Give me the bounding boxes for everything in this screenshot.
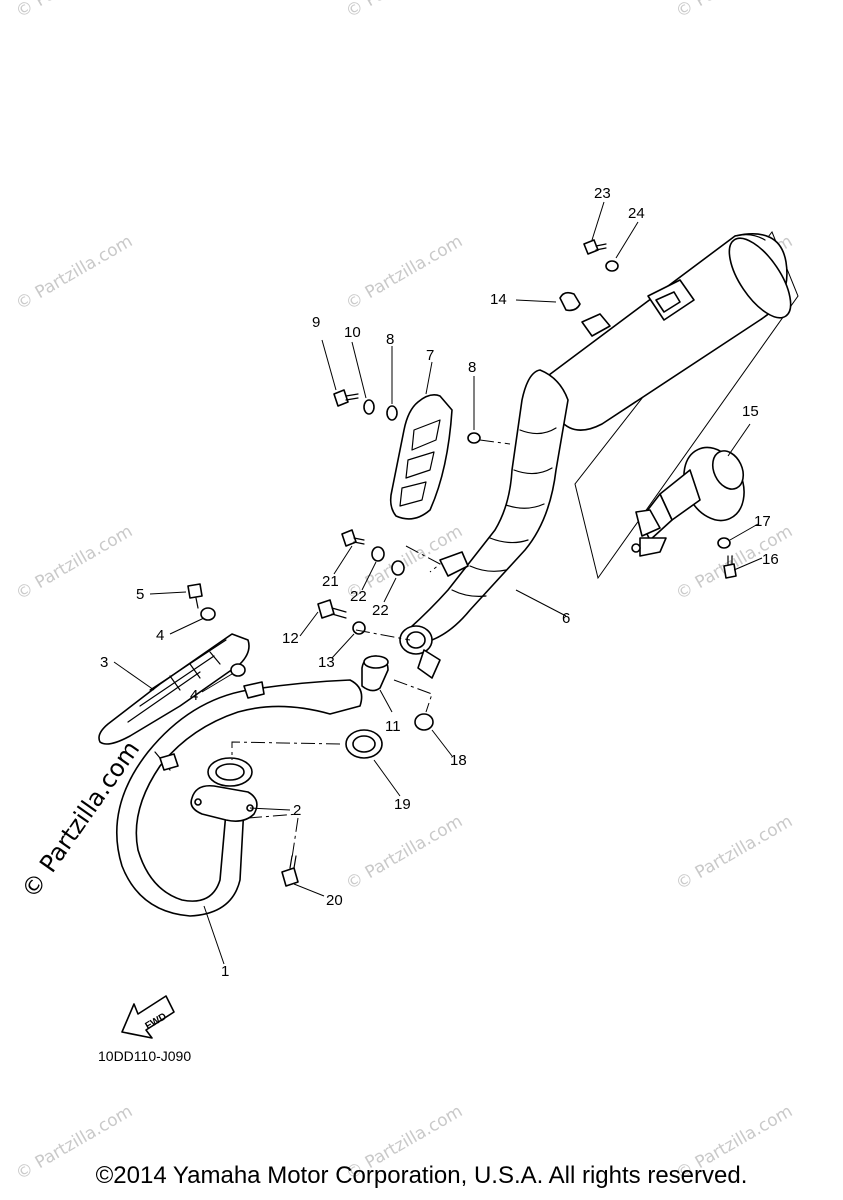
callout-20: 20 [326,892,343,909]
callout-2: 2 [293,802,301,819]
protector-upper [389,394,453,520]
callout-23: 23 [594,185,611,202]
watermark-layer: © Partzilla.com © Partzilla.com © Partzi… [13,0,797,1184]
exhaust-pipe [116,679,363,917]
callout-18: 18 [450,752,467,769]
watermark: © Partzilla.com [13,0,137,22]
callout-8: 8 [386,331,394,348]
callouts: 1 2 3 4 4 5 6 7 8 8 9 10 11 12 13 14 15 … [100,185,779,980]
watermark: © Partzilla.com [343,0,467,22]
alignment-lines [231,439,511,859]
watermark: © Partzilla.com [13,231,137,314]
callout-24: 24 [628,205,645,222]
tail-pipe [631,446,745,557]
protector-lower [98,633,250,745]
callout-6: 6 [562,610,570,627]
callout-13: 13 [318,654,335,671]
callout-22: 22 [350,588,367,605]
watermark: © Partzilla.com [343,811,467,894]
callout-16: 16 [762,551,779,568]
callout-21: 21 [322,573,339,590]
callout-3: 3 [100,654,108,671]
callout-19: 19 [394,796,411,813]
figure-code: 10DD110-J090 [98,1048,192,1064]
fasteners [187,239,737,887]
callout-4: 4 [190,687,198,704]
callout-4: 4 [156,627,164,644]
callout-1: 1 [221,963,229,980]
callout-7: 7 [426,347,434,364]
callout-11: 11 [385,718,401,735]
callout-9: 9 [312,314,320,331]
callout-12: 12 [282,630,299,647]
tail-section-box [574,231,799,580]
callout-15: 15 [742,403,759,420]
watermark: © Partzilla.com [673,0,797,22]
callout-14: 14 [490,291,507,308]
callout-5: 5 [136,586,144,603]
watermark: © Partzilla.com [13,521,137,604]
watermark: © Partzilla.com [673,811,797,894]
muffler [399,233,792,679]
leader-lines [113,201,763,965]
callout-22: 22 [372,602,389,619]
watermark: © Partzilla.com [343,231,467,314]
copyright-notice: ©2014 Yamaha Motor Corporation, U.S.A. A… [95,1162,748,1189]
callout-17: 17 [754,513,771,530]
fwd-arrow: FWD [121,995,175,1039]
callout-10: 10 [344,324,361,341]
callout-8: 8 [468,359,476,376]
